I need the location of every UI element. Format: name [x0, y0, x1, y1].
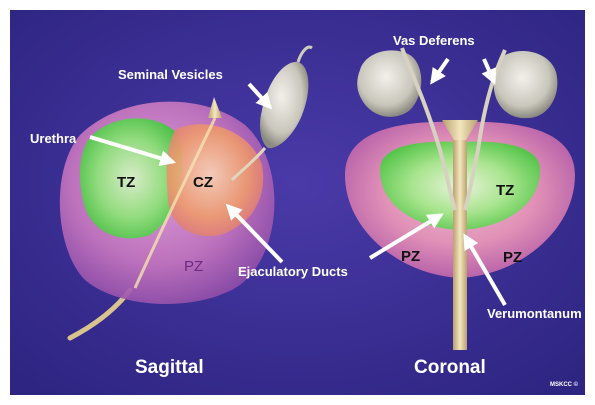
zone-label-sagittal-pz: PZ	[184, 258, 203, 275]
zone-label-coronal-tz: TZ	[496, 182, 514, 199]
view-title-coronal: Coronal	[414, 357, 486, 378]
label-vas-deferens: Vas Deferens	[393, 33, 475, 48]
label-urethra: Urethra	[30, 131, 77, 146]
zone-label-sagittal-cz: CZ	[193, 174, 213, 191]
label-verumontanum: Verumontanum	[487, 306, 582, 321]
zone-label-sagittal-tz: TZ	[117, 174, 135, 191]
label-seminal-vesicles: Seminal Vesicles	[118, 67, 223, 82]
zone-label-coronal-pz-left: PZ	[401, 248, 420, 265]
credit-text: MSKCC ©	[550, 381, 579, 388]
label-ejaculatory-ducts: Ejaculatory Ducts	[238, 264, 348, 279]
view-title-sagittal: Sagittal	[135, 357, 204, 378]
zone-label-coronal-pz-right: PZ	[503, 249, 522, 266]
coronal-right-seminal-vesicle	[494, 51, 558, 118]
